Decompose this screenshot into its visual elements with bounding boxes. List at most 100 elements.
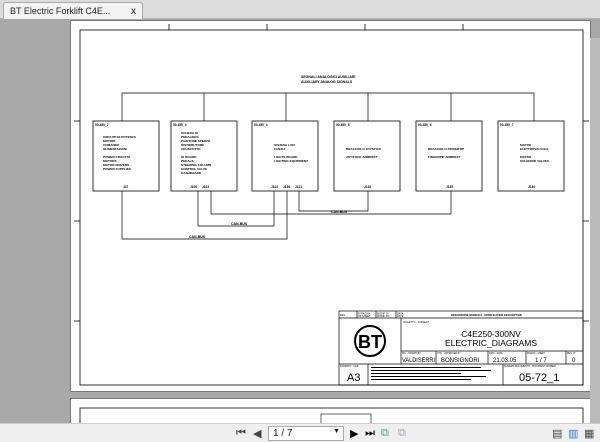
previous-page-icon[interactable]: ◀	[253, 428, 262, 440]
rev-label: REV	[340, 314, 345, 317]
first-page-icon[interactable]: ⏮	[236, 427, 246, 439]
module-id: 00-450_7	[500, 123, 514, 127]
connector-label: J102	[271, 185, 278, 189]
date: 21.03.05	[493, 358, 517, 364]
bus-title-en: AUXILIARY ANALOG SIGNALS	[301, 80, 353, 84]
module-description-line: PEDALIERA	[181, 135, 200, 139]
approved-by: BONSIGNORI	[441, 358, 480, 364]
close-tab-icon[interactable]: x	[131, 6, 136, 17]
last-page-icon[interactable]: ⏭	[365, 427, 375, 439]
connector-label: J103	[202, 185, 209, 189]
drawn-by-label: DIS. - DRAWN BY	[402, 352, 421, 355]
module-description-line: ALIMENTAZIONI	[103, 147, 127, 151]
sheet-of-label: DI PAGINA OF SHEET	[358, 312, 371, 318]
module-description-line: CONTROL VALVE	[181, 167, 207, 171]
module-id: 00-450_4	[254, 123, 268, 127]
subject-label: OGGETTO - SUBJECT	[403, 321, 430, 324]
connector-label: J140	[528, 185, 535, 189]
document-viewer[interactable]: SEGNALI ANALOGICI AUSILIARI AUXILIARY AN…	[0, 19, 600, 423]
format-label: FORMATO - SIZE	[340, 365, 359, 368]
page-2-preview	[79, 407, 584, 423]
module-description-line: MOTORS	[103, 159, 117, 163]
connector-label: J130	[283, 185, 290, 189]
module-box: 00-450_7MAYROELETTROVALVOLEMAYROSOLENOID…	[497, 120, 565, 192]
document-number: 05-72_1	[519, 372, 559, 384]
modification-description-label: DESCRIZIONE MODIFICA - MODIFICATION DESC…	[451, 313, 522, 317]
module-description-line: SCHEDA LUCI	[274, 143, 295, 147]
two-page-view-icon[interactable]: ▦	[584, 428, 595, 440]
date-label: DATA - DATE	[489, 352, 503, 355]
module-description-line: MOTORI	[103, 139, 115, 143]
module-description-line: MAYRO	[520, 155, 532, 159]
module-description-line: MAYRO	[520, 143, 532, 147]
connector-label: J131	[295, 185, 302, 189]
chevron-down-icon: ▼	[333, 428, 340, 435]
connector-label: J135	[446, 185, 453, 189]
mod-label: MODIF. DI MODIF. BY	[377, 312, 390, 318]
connector-label: J135	[364, 185, 371, 189]
connector-label: J100	[190, 185, 197, 189]
format: A3	[347, 372, 360, 384]
module-description-line: BRACCIOLO FINGERTIP	[428, 147, 464, 151]
legal-notice-lines	[371, 367, 491, 380]
module-description-line: BRACCIOLO JOYSTICK	[346, 147, 382, 151]
fit-width-icon[interactable]: ⧉	[398, 427, 406, 439]
module-id: 00-450_2	[95, 123, 109, 127]
module-description-line: STEERING COLUMN	[181, 163, 212, 167]
can-bus-label: CAN-BUS	[189, 235, 206, 239]
rev-number: 0	[572, 358, 576, 364]
module-id: 00-450_6	[418, 123, 432, 127]
module-description-line: IO BOARD	[181, 155, 197, 159]
module-description-line: POWER CIRCUITS	[103, 155, 130, 159]
wiring	[121, 92, 535, 240]
document-number-label: NUMERO DOCUMENTO - DOCUMENT NUMBER	[504, 366, 556, 368]
tab-title: BT Electric Forklift C4E...	[10, 6, 111, 16]
pdf-page-1: SEGNALI ANALOGICI AUSILIARI AUXILIARY AN…	[70, 20, 591, 392]
module-description-line: COMANDO	[103, 143, 120, 147]
module-description-line: POWER SUPPLIES	[103, 167, 131, 171]
navigation-toolbar: ⏮ ◀ 1 / 7 ▼ ▶ ⏭ ⧉ ⧉ ▤ ▥ ▦	[0, 423, 600, 442]
module-description-line: FINGERTIP ARMREST	[428, 155, 461, 159]
module-id: 00-450_3	[173, 123, 187, 127]
date-label: DATA DATE	[397, 312, 404, 318]
title-block	[338, 310, 584, 386]
can-bus-label: CAN-BUS	[231, 222, 248, 226]
continuous-view-icon[interactable]: ▥	[568, 428, 579, 440]
bus-title-it: SEGNALI ANALOGICI AUSILIARI	[301, 75, 355, 79]
pdf-page-2	[70, 398, 591, 423]
page-number: 1 / 7	[273, 428, 293, 439]
module-id: 00-450_5	[336, 123, 350, 127]
single-page-view-icon[interactable]: ▤	[552, 428, 563, 440]
document-tab[interactable]: BT Electric Forklift C4E... x	[3, 2, 143, 20]
rev-number-label: REV. N°	[567, 353, 575, 355]
module-description-line: PEDALS	[181, 159, 194, 163]
sheet: 1 / 7	[535, 358, 547, 364]
module-description-line: LIGHTING EQUIPMENT	[274, 159, 308, 163]
sheet-label: PAGINA - SHEET	[527, 352, 546, 355]
drawing-title: ELECTRIC_DIAGRAMS	[445, 338, 537, 348]
tab-bar: BT Electric Forklift C4E... x	[0, 0, 600, 20]
module-description-line: MOTOR DRIVERS	[103, 163, 129, 167]
module-description-line: SCHEDA IO	[181, 131, 199, 135]
drawing-title-model: C4E250-300NV	[461, 329, 521, 339]
module-description-line: PIANTONE STERZO	[181, 139, 211, 143]
module-description-line: SOLENOID VALVES	[520, 159, 549, 163]
module-description-line: JOYSTICK ARMREST	[346, 155, 378, 159]
fit-page-icon[interactable]: ⧉	[381, 427, 389, 439]
vertical-scrollbar[interactable]	[590, 38, 600, 423]
module-description-line: CIRCUITI DI POTENZA	[103, 135, 137, 139]
next-page-icon[interactable]: ▶	[350, 428, 359, 440]
module-description-line: FANALI	[274, 147, 285, 151]
module-description-line: CRUSCOTTO	[181, 147, 201, 151]
can-bus-label: CAN-BUS	[331, 210, 348, 214]
approved-by-label: CTR. - APPROVED BY	[437, 352, 461, 355]
drawn-by: VALDISERRI	[402, 358, 435, 364]
connector-label: J47	[123, 185, 129, 189]
module-description-line: DISTRIBUTORE	[181, 143, 204, 147]
page-number-select[interactable]: 1 / 7 ▼	[268, 426, 344, 441]
